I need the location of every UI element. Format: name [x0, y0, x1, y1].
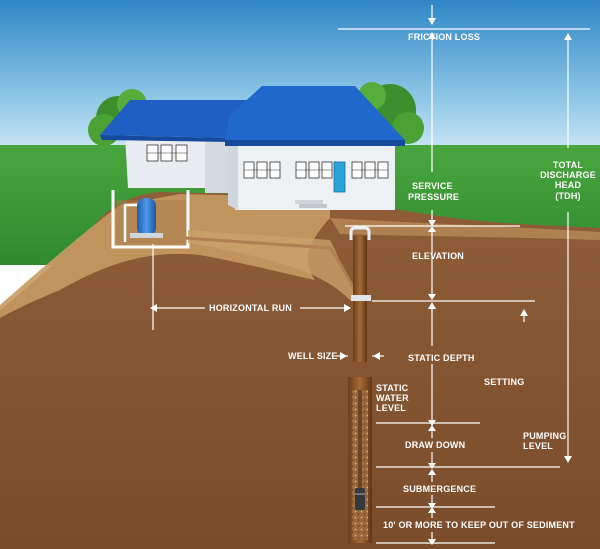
static-water-level-line2: WATER [376, 393, 409, 403]
tdh-label-line4: (TDH) [555, 191, 581, 201]
well-cap-pipe [349, 226, 371, 240]
soil [0, 192, 600, 549]
static-water-level-line1: STATIC [376, 383, 409, 393]
draw-down-label: DRAW DOWN [405, 440, 466, 450]
elevation-label: ELEVATION [412, 251, 464, 261]
submergence-label: SUBMERGENCE [403, 484, 477, 494]
service-pressure-label-line2: PRESSURE [408, 192, 460, 202]
roof-left [100, 100, 250, 138]
pressure-tank [137, 198, 156, 236]
setting-label: SETTING [484, 377, 525, 387]
pumping-level-line2: LEVEL [523, 441, 554, 451]
tdh-label-line3: HEAD [554, 180, 582, 190]
tdh-label-line2: DISCHARGE [540, 170, 596, 180]
tdh-label-line1: TOTAL [552, 160, 584, 170]
topsoil-ridge [330, 218, 600, 240]
static-water-level-line3: LEVEL [376, 403, 407, 413]
pumping-level-line1: PUMPING [523, 431, 567, 441]
sediment-label: 10' OR MORE TO KEEP OUT OF SEDIMENT [383, 520, 575, 530]
house [100, 86, 405, 210]
horizontal-run-label: HORIZONTAL RUN [209, 303, 292, 313]
service-pressure-label-line1: SERVICE [412, 181, 453, 191]
static-depth-label: STATIC DEPTH [408, 353, 475, 363]
well-size-label: WELL SIZE [288, 351, 338, 361]
door [333, 161, 346, 193]
topsoil-band [0, 194, 330, 318]
friction-loss-label: FRICTION LOSS [408, 32, 481, 42]
pressure-tank-pit [111, 190, 190, 249]
roof-main [225, 86, 405, 140]
drop-pipe [358, 390, 362, 490]
submersible-pump [355, 488, 365, 510]
